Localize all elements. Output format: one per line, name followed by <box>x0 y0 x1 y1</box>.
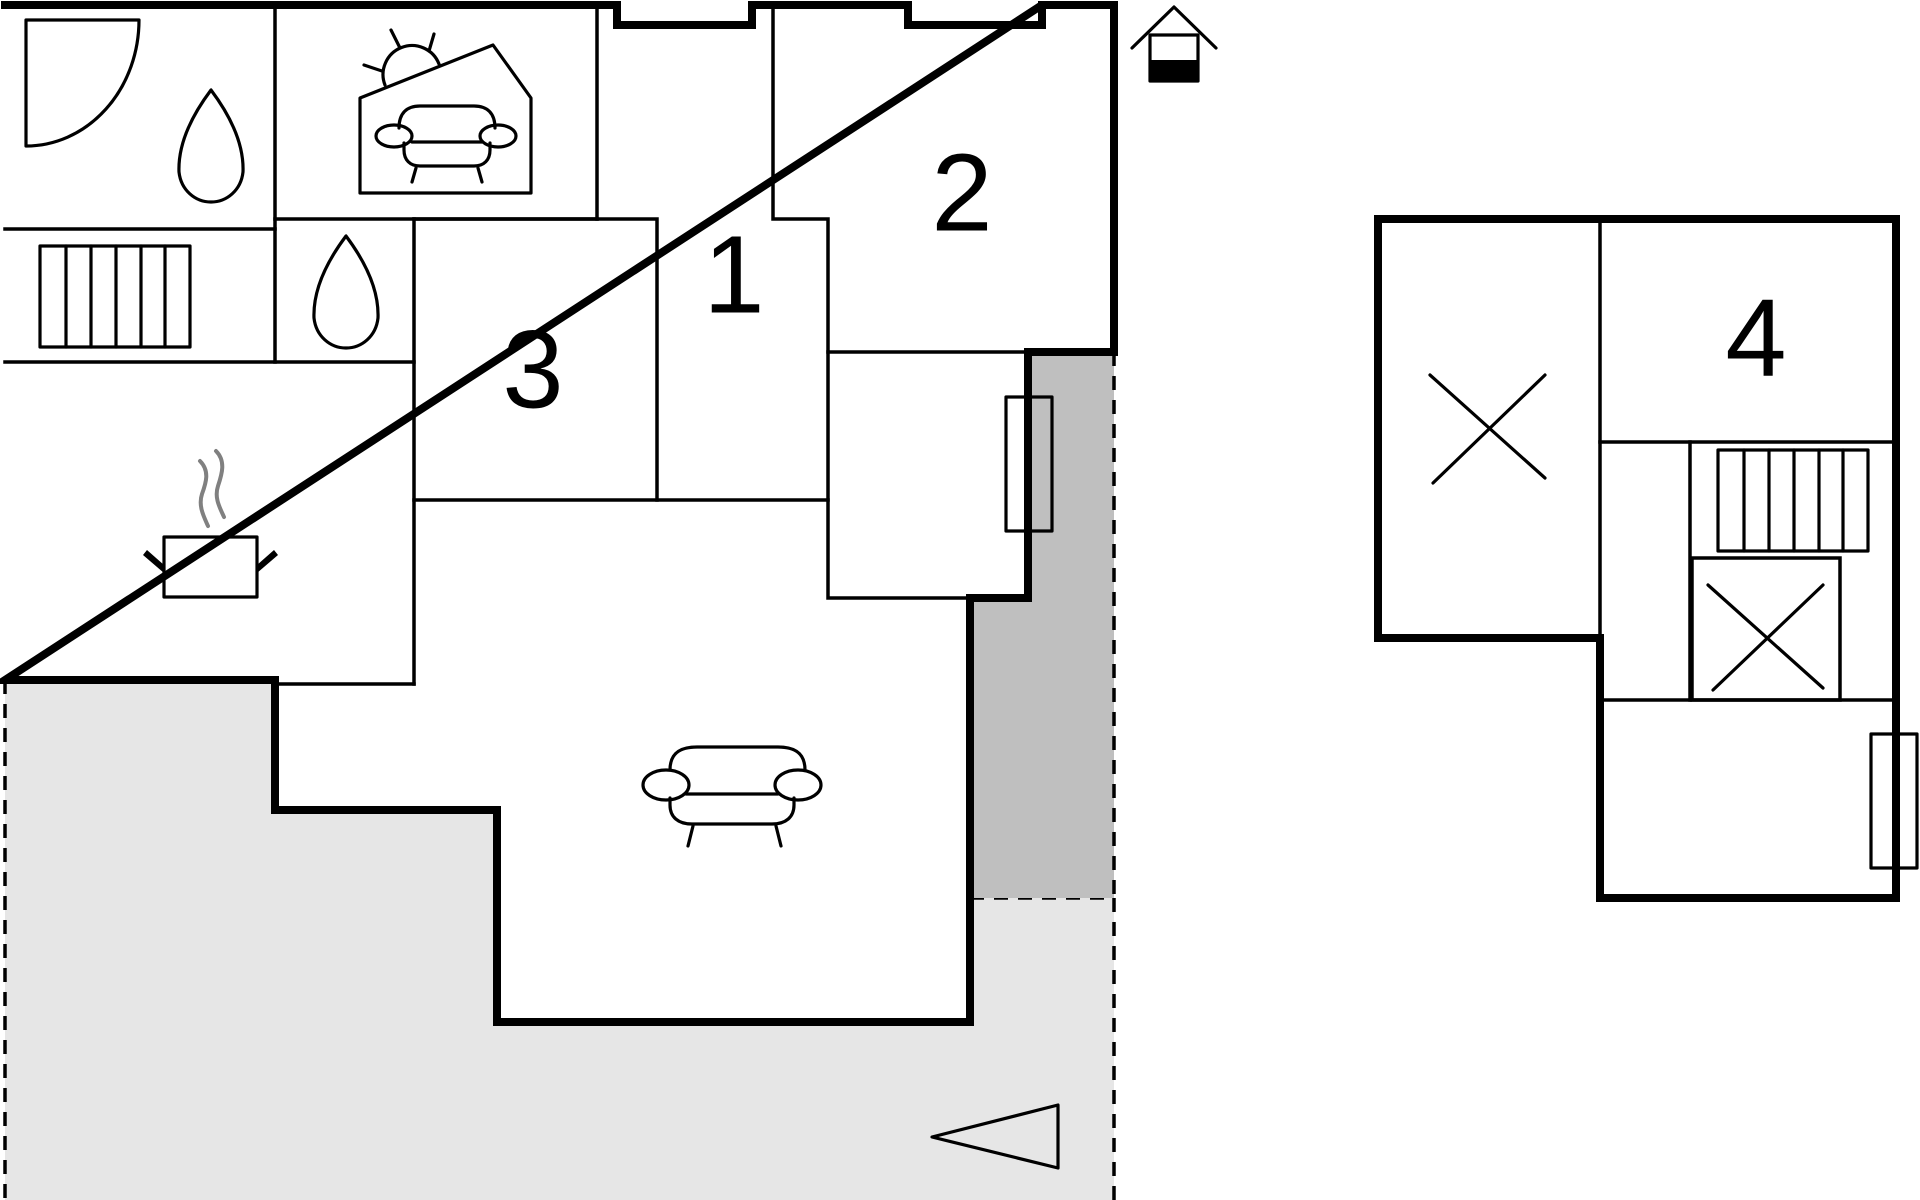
house-icon <box>1130 5 1218 83</box>
annex-walls <box>1374 215 1900 902</box>
shower-icon <box>24 18 141 148</box>
room-label-4: 4 <box>1725 277 1786 400</box>
sun-icon <box>362 28 441 87</box>
room-label-1: 1 <box>703 214 764 337</box>
sofa-icon <box>641 745 823 848</box>
main-house-walls <box>0 1 1118 1026</box>
water-drop-icon <box>312 234 380 350</box>
pot-icon <box>143 449 278 599</box>
room-label-2: 2 <box>931 132 992 255</box>
steam-icon <box>198 449 226 528</box>
radiator-icon <box>1716 448 1870 553</box>
bed-cross-icon <box>1428 373 1547 485</box>
sauna-icon <box>358 28 533 195</box>
window-icon <box>1869 732 1919 870</box>
sofa-icon <box>374 104 518 184</box>
covered-terrace-area <box>970 352 1116 898</box>
room-label-3: 3 <box>502 309 563 432</box>
north-arrow-icon <box>930 1103 1060 1170</box>
terrace-area <box>3 680 1116 1200</box>
bed-cross-icon <box>1706 583 1825 692</box>
window-icon <box>1004 395 1054 533</box>
water-drop-icon <box>177 88 245 204</box>
radiator-icon <box>38 244 192 349</box>
